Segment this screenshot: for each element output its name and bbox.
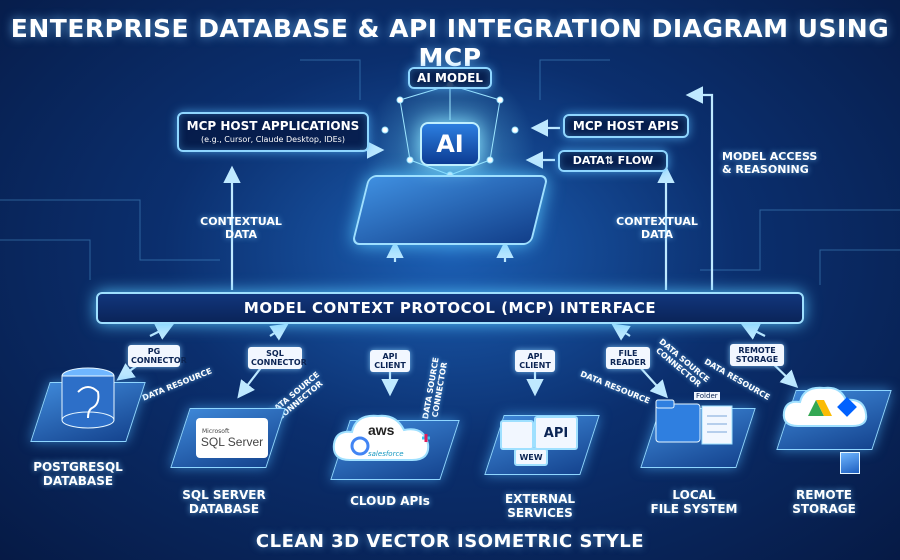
aws-logo-text: aws — [368, 422, 395, 438]
storage-cube-icon — [840, 452, 860, 474]
ai-model-label: AI MODEL — [408, 67, 492, 89]
data-flow-box: DATA⇅ FLOW — [558, 150, 668, 172]
remote-storage-cloud-icon — [780, 376, 876, 432]
browser-window-icon — [500, 420, 534, 450]
sql-server-label: SQL SERVER DATABASE — [182, 488, 266, 516]
contextual-data-right: CONTEXTUAL DATA — [616, 215, 698, 241]
api-client-tag-1: API CLIENT — [370, 350, 410, 372]
api-client-tag-2: API CLIENT — [515, 350, 555, 372]
external-services-label: EXTERNAL SERVICES — [504, 492, 576, 520]
postgresql-icon — [58, 366, 118, 430]
sql-server-logo-text: SQL Server — [200, 434, 264, 449]
model-access-label: MODEL ACCESS & REASONING — [722, 150, 818, 176]
local-file-system-label: LOCAL FILE SYSTEM — [650, 488, 738, 516]
pg-connector-tag: PG CONNECTOR — [128, 345, 187, 367]
remote-storage-tag: REMOTE STORAGE — [730, 344, 784, 366]
api-window: API — [534, 416, 578, 450]
cloud-icon — [330, 408, 450, 468]
www-window-text: WEW — [519, 452, 543, 462]
mcp-host-apis-box: MCP HOST APIS — [563, 114, 689, 138]
mcp-host-applications-subtitle: (e.g., Cursor, Claude Desktop, IDEs) — [201, 135, 345, 144]
remote-storage-label: REMOTE STORAGE — [792, 488, 856, 516]
diagram-subtitle: CLEAN 3D VECTOR ISOMETRIC STYLE — [255, 531, 645, 552]
diagram-title: ENTERPRISE DATABASE & API INTEGRATION DI… — [10, 14, 890, 72]
api-window-text: API — [543, 425, 569, 441]
salesforce-logo-text: salesforce — [368, 450, 404, 458]
folder-tab-label: Folder — [694, 392, 720, 400]
google-drive-icon — [808, 400, 824, 416]
ai-platform — [351, 175, 549, 245]
contextual-data-left: CONTEXTUAL DATA — [200, 215, 282, 241]
postgresql-label: POSTGRESQL DATABASE — [33, 460, 123, 488]
ai-chip-label: AI — [436, 130, 464, 158]
mcp-host-applications-box: MCP HOST APPLICATIONS (e.g., Cursor, Cla… — [177, 112, 369, 152]
external-services-icon: API WEW — [500, 412, 580, 468]
folder-icon — [652, 392, 742, 456]
ai-chip: AI — [420, 122, 480, 166]
cloud-apis-label: CLOUD APIs — [350, 494, 430, 508]
sql-connector-tag: SQL CONNECTOR — [248, 347, 307, 369]
file-reader-tag: FILE READER — [606, 347, 650, 369]
mcp-host-applications-title: MCP HOST APPLICATIONS — [186, 119, 360, 133]
mcp-interface-bar: MODEL CONTEXT PROTOCOL (MCP) INTERFACE — [96, 292, 804, 324]
sql-server-icon: Microsoft SQL Server — [196, 418, 268, 458]
www-window: WEW — [514, 448, 548, 466]
sql-server-microsoft-text: Microsoft — [202, 427, 230, 435]
